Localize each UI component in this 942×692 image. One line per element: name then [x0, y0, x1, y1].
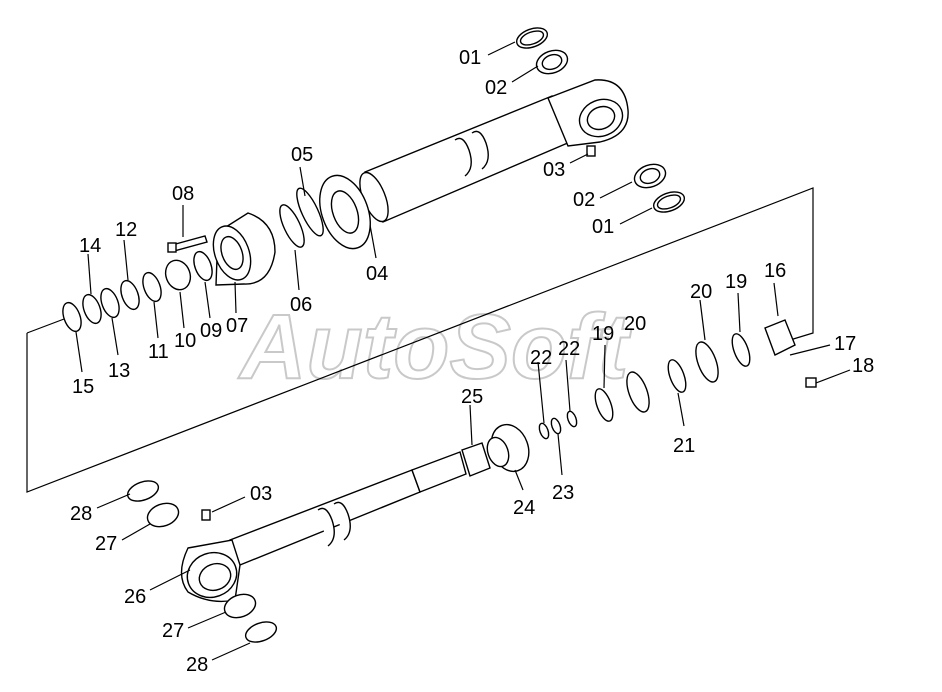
- callout-18: 18: [852, 355, 874, 377]
- callout-20-mid: 20: [624, 313, 646, 335]
- gland-head: [167, 212, 276, 286]
- piston-parts: [461, 319, 817, 477]
- callout-15: 15: [72, 376, 94, 398]
- callout-14: 14: [79, 235, 101, 257]
- callout-01-right: 01: [592, 216, 614, 238]
- callout-16: 16: [764, 260, 786, 282]
- callout-01-top: 01: [459, 47, 481, 69]
- callout-13: 13: [108, 360, 130, 382]
- callout-04: 04: [366, 263, 388, 285]
- callout-26: 26: [124, 586, 146, 608]
- callout-19-mid: 19: [592, 323, 614, 345]
- cylinder-barrel: [319, 79, 629, 250]
- callout-27-bottom: 27: [162, 620, 184, 642]
- callout-03-bottom: 03: [250, 483, 272, 505]
- callout-06: 06: [290, 294, 312, 316]
- callout-10: 10: [174, 330, 196, 352]
- rear-eye-seals: [515, 27, 686, 213]
- callout-25: 25: [461, 386, 483, 408]
- flange-o-rings: [279, 187, 324, 248]
- callout-02-top: 02: [485, 77, 507, 99]
- callout-28-bottom: 28: [186, 654, 208, 676]
- callout-11: 11: [148, 341, 169, 363]
- callout-08: 08: [172, 183, 194, 205]
- callout-22-left: 22: [530, 347, 552, 369]
- gland-seals: [62, 250, 213, 333]
- callout-17: 17: [834, 333, 856, 355]
- callout-labels: 01 02 03 02 01 05 08 04 14 12 06 07 09 1…: [70, 47, 874, 676]
- callout-07: 07: [226, 315, 248, 337]
- callout-19-right: 19: [725, 271, 747, 293]
- callout-20-top: 20: [690, 281, 712, 303]
- watermark: AutoSoft: [238, 296, 632, 398]
- callout-09: 09: [200, 320, 222, 342]
- callout-03-top: 03: [543, 159, 565, 181]
- rod-eye-seals: [126, 480, 278, 643]
- callout-leaders: [75, 41, 851, 661]
- callout-21: 21: [673, 435, 695, 457]
- callout-23: 23: [552, 482, 574, 504]
- callout-22-right: 22: [558, 338, 580, 360]
- callout-28-top: 28: [70, 503, 92, 525]
- callout-24: 24: [513, 497, 535, 519]
- piston-rod: [180, 451, 467, 603]
- callout-05: 05: [291, 144, 313, 166]
- callout-12: 12: [115, 219, 137, 241]
- callout-02-right: 02: [573, 189, 595, 211]
- callout-27-top: 27: [95, 533, 117, 555]
